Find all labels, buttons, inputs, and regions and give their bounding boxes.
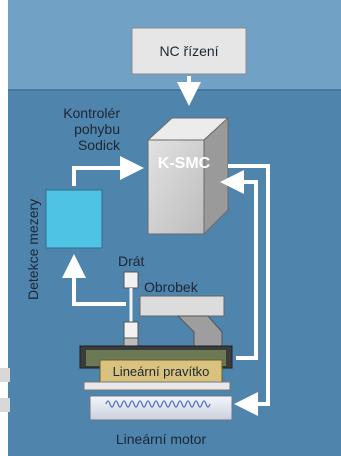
wire-label: Drát (118, 253, 145, 269)
slide-rail (83, 381, 231, 391)
gap-detection-box (45, 189, 103, 249)
nc-control-label: NC řízení (159, 43, 218, 59)
linear-motor (89, 395, 233, 421)
ksmc-label: K-SMC (158, 155, 211, 172)
arrow-detector-to-ksmc (72, 156, 144, 186)
gap-detection-label: Detekce mezery (25, 199, 41, 300)
nc-control-box (131, 27, 247, 75)
controller-label-line2: pohybu (74, 121, 120, 137)
motor-coils (105, 400, 211, 408)
arrow-scale-to-ksmc (220, 170, 258, 360)
upper-wire-guide (123, 271, 139, 289)
controller-label-line3: Sodick (78, 137, 121, 153)
arrow-wire-to-detector (62, 254, 126, 306)
arrow-ksmc-to-motor (228, 164, 270, 416)
ksmc-box (147, 139, 205, 235)
lower-wire-guide (123, 321, 139, 339)
workpiece-label: Obrobek (144, 279, 199, 295)
linear-motor-label: Lineární motor (116, 431, 207, 447)
linear-scale-label: Lineární pravítko (113, 364, 210, 379)
controller-label-line1: Kontrolér (63, 105, 120, 121)
workpiece (139, 295, 225, 317)
